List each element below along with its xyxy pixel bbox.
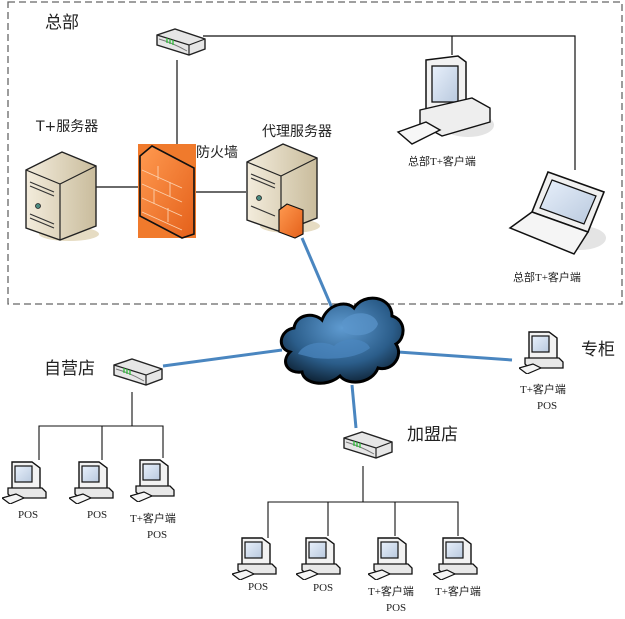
self-store-terminal-2-label: POS — [87, 509, 108, 521]
franchise-terminal-4-label: T+客户端 — [435, 586, 481, 598]
franchise-terminal-4-icon — [433, 536, 481, 580]
headquarters-label: 总部 — [45, 13, 79, 33]
hq-laptop-client-label: 总部T+客户端 — [513, 272, 581, 284]
proxy-server-icon — [245, 140, 320, 240]
franchise-switch-icon — [342, 425, 394, 465]
self-store-terminal-3-sublabel: POS — [147, 529, 168, 541]
internet-cloud-icon — [274, 292, 406, 392]
firewall-label: 防火墙 — [196, 145, 238, 161]
counter-terminal-sublabel: POS — [537, 400, 558, 412]
firewall-icon — [138, 144, 196, 239]
headquarters-boundary — [7, 1, 623, 305]
franchise-terminal-1-label: POS — [248, 581, 269, 593]
self-store-lan — [38, 392, 164, 460]
hq-desktop-client-label: 总部T+客户端 — [408, 156, 476, 168]
franchise-terminal-2-icon — [296, 536, 344, 580]
hq-desktop-client-icon — [396, 50, 496, 150]
self-store-terminal-3-icon — [130, 458, 178, 502]
t-server-label: T+服务器 — [36, 119, 99, 135]
self-store-label: 自营店 — [44, 359, 95, 379]
self-store-switch-icon — [112, 352, 164, 392]
counter-terminal-label: T+客户端 — [520, 384, 566, 396]
franchise-store-label: 加盟店 — [407, 425, 458, 445]
franchise-terminal-3-icon — [368, 536, 416, 580]
franchise-terminal-3-sublabel: POS — [386, 602, 407, 614]
hq-laptop-client-icon — [508, 168, 608, 263]
hq-switch-icon — [155, 26, 207, 58]
franchise-store-lan — [267, 466, 459, 538]
counter-label: 专柜 — [581, 340, 615, 360]
wan-links — [162, 237, 513, 429]
self-store-terminal-2-icon — [69, 460, 117, 504]
self-store-terminal-3-label: T+客户端 — [130, 513, 176, 525]
self-store-terminal-1-icon — [2, 460, 50, 504]
franchise-terminal-3-label: T+客户端 — [368, 586, 414, 598]
franchise-terminal-1-icon — [232, 536, 280, 580]
counter-terminal-icon — [519, 330, 567, 374]
t-server-icon — [24, 148, 99, 243]
franchise-terminal-2-label: POS — [313, 582, 334, 594]
hq-lan-links — [95, 35, 576, 193]
proxy-server-label: 代理服务器 — [262, 124, 332, 140]
self-store-terminal-1-label: POS — [18, 509, 39, 521]
